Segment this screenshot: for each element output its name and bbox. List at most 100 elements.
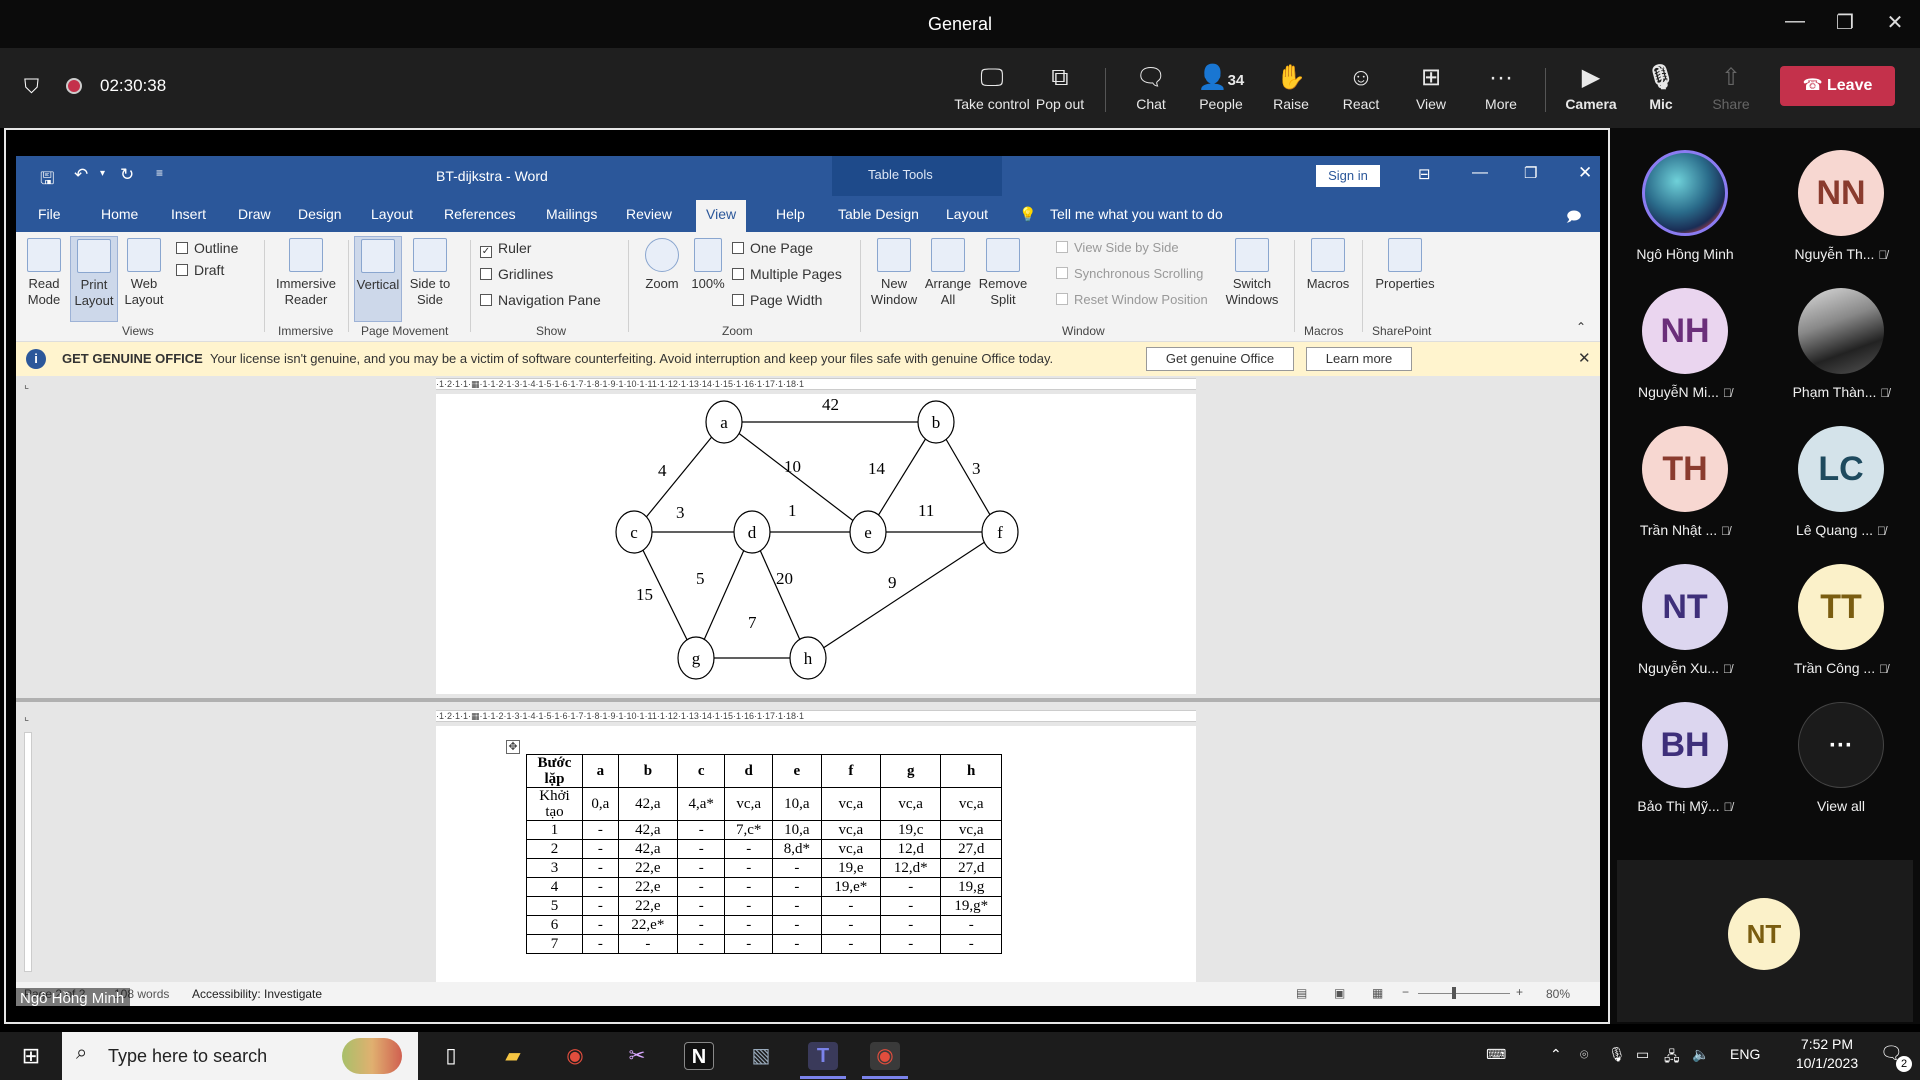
- participant-tile[interactable]: BH Bảo Thị Mỹ...🎙̸: [1616, 702, 1754, 814]
- participant-tile[interactable]: TH Trần Nhật ...🎙̸: [1616, 426, 1754, 538]
- gridlines-checkbox[interactable]: Gridlines: [480, 266, 553, 282]
- read-mode-button[interactable]: Read Mode: [20, 238, 68, 308]
- view-all-button[interactable]: ··· View all: [1772, 702, 1910, 814]
- chevron-down-icon[interactable]: ▾: [100, 168, 106, 179]
- remove-split-button[interactable]: Remove Split: [976, 238, 1030, 308]
- participant-tile[interactable]: TT Trần Công ...🎙̸: [1772, 564, 1910, 676]
- ribbon-display-icon[interactable]: ⊟: [1418, 166, 1431, 183]
- view-button[interactable]: ⊞View: [1396, 60, 1466, 112]
- tab-table-design[interactable]: Table Design: [838, 206, 919, 222]
- keyboard-icon[interactable]: ⌨: [1486, 1046, 1507, 1062]
- tab-table-layout[interactable]: Layout: [946, 206, 989, 222]
- zoom-button[interactable]: Zoom: [638, 238, 686, 292]
- undo-icon[interactable]: ↶: [74, 165, 89, 184]
- tab-selector-icon[interactable]: ⌞: [24, 711, 30, 723]
- photos-icon[interactable]: ▧: [751, 1045, 771, 1067]
- camera-button[interactable]: ▶Camera: [1556, 60, 1626, 112]
- tell-me-search[interactable]: Tell me what you want to do: [1050, 206, 1223, 222]
- zoom-out-icon[interactable]: −: [1402, 985, 1410, 999]
- draft-button[interactable]: Draft: [176, 262, 224, 278]
- take-control-button[interactable]: 🖵Take control: [947, 60, 1037, 112]
- tab-insert[interactable]: Insert: [171, 206, 207, 222]
- properties-button[interactable]: Properties: [1370, 238, 1440, 292]
- page-width-button[interactable]: Page Width: [732, 292, 822, 308]
- tab-selector-icon[interactable]: ⌞: [24, 379, 30, 391]
- file-explorer-icon[interactable]: ▰: [505, 1045, 521, 1067]
- camera-icon[interactable]: ⌾: [1580, 1046, 1589, 1062]
- participant-tile[interactable]: Phạm Thàn...🎙̸: [1772, 288, 1910, 400]
- volume-icon[interactable]: 🔈: [1692, 1046, 1710, 1062]
- pop-out-button[interactable]: ⧉Pop out: [1025, 60, 1095, 112]
- sign-in-button[interactable]: Sign in: [1316, 165, 1380, 187]
- vertical-ruler[interactable]: [24, 732, 32, 972]
- macros-button[interactable]: Macros: [1300, 238, 1356, 292]
- print-layout-button[interactable]: Print Layout: [70, 236, 118, 322]
- minimize-icon[interactable]: —: [1472, 164, 1488, 181]
- multiple-pages-button[interactable]: Multiple Pages: [732, 266, 842, 282]
- customize-toolbar-icon[interactable]: ≡: [156, 166, 164, 180]
- close-icon[interactable]: ✕: [1886, 12, 1904, 34]
- navigation-pane-checkbox[interactable]: Navigation Pane: [480, 292, 601, 308]
- zoom-slider[interactable]: [1418, 993, 1510, 994]
- notion-icon[interactable]: N: [684, 1042, 714, 1070]
- chrome-icon[interactable]: ◉: [566, 1045, 584, 1067]
- teams-icon[interactable]: T: [808, 1042, 838, 1070]
- self-view-tile[interactable]: NT: [1617, 860, 1913, 1022]
- mic-button[interactable]: 🎙Mic: [1626, 60, 1696, 112]
- battery-icon[interactable]: ▭: [1636, 1046, 1650, 1062]
- vertical-button[interactable]: Vertical: [354, 236, 402, 322]
- windows-start-icon[interactable]: ⊞: [21, 1043, 41, 1068]
- new-window-button[interactable]: New Window: [868, 238, 920, 308]
- minimize-icon[interactable]: —: [1785, 10, 1805, 32]
- microphone-icon[interactable]: 🎙: [1608, 1046, 1626, 1062]
- zoom-in-icon[interactable]: +: [1516, 985, 1524, 999]
- language-indicator[interactable]: ENG: [1730, 1046, 1761, 1062]
- sync-scrolling-button[interactable]: Synchronous Scrolling: [1056, 266, 1203, 281]
- tab-home[interactable]: Home: [101, 206, 139, 222]
- tab-mailings[interactable]: Mailings: [546, 206, 598, 222]
- web-layout-button[interactable]: Web Layout: [120, 238, 168, 308]
- snipping-tool-icon[interactable]: ✂: [628, 1045, 646, 1067]
- comments-icon[interactable]: 🗩: [1566, 208, 1582, 224]
- reset-window-position-button[interactable]: Reset Window Position: [1056, 292, 1208, 307]
- horizontal-ruler[interactable]: ·1·2·1·1·▦·1·1·2·1·3·1·4·1·5·1·6·1·7·1·8…: [436, 378, 1196, 390]
- table-move-handle-icon[interactable]: ✥: [506, 740, 520, 754]
- tab-review[interactable]: Review: [626, 206, 672, 222]
- ruler-checkbox[interactable]: ✓Ruler: [480, 240, 532, 258]
- side-to-side-button[interactable]: Side to Side: [406, 238, 454, 308]
- more-button[interactable]: ···More: [1466, 60, 1536, 112]
- raise-hand-button[interactable]: ✋Raise: [1256, 60, 1326, 112]
- taskbar-search[interactable]: ⌕ Type here to search: [62, 1032, 418, 1080]
- accessibility-status[interactable]: Accessibility: Investigate: [192, 987, 323, 1001]
- immersive-reader-button[interactable]: Immersive Reader: [270, 238, 342, 308]
- tab-design[interactable]: Design: [298, 206, 342, 222]
- switch-windows-button[interactable]: Switch Windows: [1222, 238, 1282, 308]
- read-mode-icon[interactable]: ▤: [1296, 986, 1308, 1000]
- participant-tile[interactable]: Ngô Hồng Minh: [1616, 150, 1754, 262]
- arrange-all-button[interactable]: Arrange All: [922, 238, 974, 308]
- tab-references[interactable]: References: [444, 206, 516, 222]
- tab-view[interactable]: View: [696, 200, 747, 232]
- zoom-level[interactable]: 80%: [1546, 987, 1571, 1001]
- tab-layout[interactable]: Layout: [371, 206, 414, 222]
- tab-help[interactable]: Help: [776, 206, 805, 222]
- close-icon[interactable]: ✕: [1578, 163, 1593, 182]
- horizontal-ruler[interactable]: ·1·2·1·1·▦·1·1·2·1·3·1·4·1·5·1·6·1·7·1·8…: [436, 710, 1196, 722]
- zoom-100-button[interactable]: 100%: [688, 238, 728, 292]
- tab-file[interactable]: File: [38, 206, 61, 222]
- leave-button[interactable]: ☎ Leave: [1780, 66, 1895, 106]
- react-button[interactable]: ☺React: [1326, 60, 1396, 112]
- view-side-by-side-button[interactable]: View Side by Side: [1056, 240, 1179, 255]
- network-icon[interactable]: 🖧: [1664, 1048, 1680, 1064]
- web-layout-icon[interactable]: ▦: [1372, 986, 1384, 1000]
- restore-icon[interactable]: ❐: [1836, 12, 1854, 34]
- outline-button[interactable]: Outline: [176, 240, 238, 256]
- share-button[interactable]: ⇧Share: [1696, 60, 1766, 112]
- close-icon[interactable]: ✕: [1578, 350, 1591, 367]
- chevron-up-icon[interactable]: ⌃: [1550, 1046, 1562, 1062]
- get-genuine-office-button[interactable]: Get genuine Office: [1146, 347, 1294, 371]
- chrome-icon[interactable]: ◉: [870, 1042, 900, 1070]
- redo-icon[interactable]: ↻: [120, 165, 135, 184]
- collapse-ribbon-icon[interactable]: ⌃: [1576, 320, 1587, 334]
